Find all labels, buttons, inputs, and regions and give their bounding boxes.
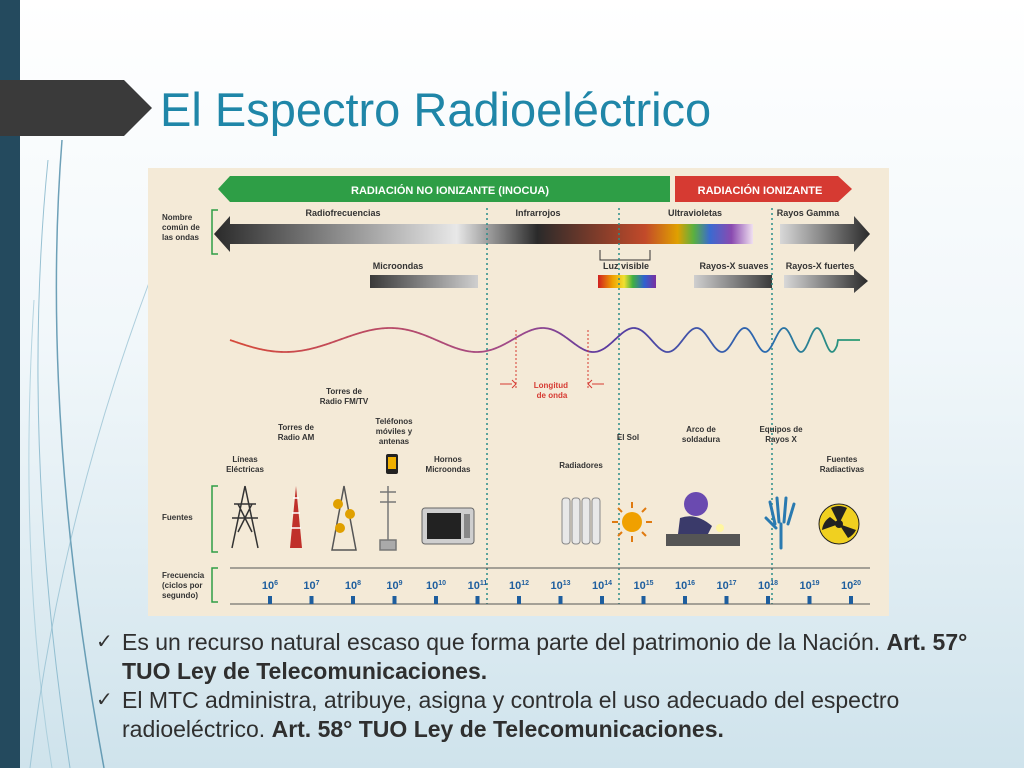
band-ultravioletas: Ultravioletas — [668, 208, 722, 218]
spectrum-figure: RADIACIÓN NO IONIZANTE (INOCUA) RADIACIÓ… — [148, 168, 889, 616]
freq-tick — [807, 596, 812, 604]
freq-tick — [683, 596, 687, 604]
freq-label: 1015 — [633, 580, 653, 592]
microondas-bar — [370, 275, 478, 288]
freq-label: 108 — [345, 580, 361, 592]
src-radiadores: Radiadores — [559, 461, 603, 470]
left-accent-bar — [0, 0, 20, 768]
page-title: El Espectro Radioeléctrico — [160, 83, 712, 136]
wavelength-arrow-right — [587, 379, 604, 389]
label-nombre: Nombre común de las ondas — [162, 213, 202, 242]
band-rayos-x-suaves: Rayos-X suaves — [699, 261, 768, 271]
freq-tick — [475, 596, 480, 604]
freq-tick — [309, 596, 314, 604]
freq-label: 106 — [262, 580, 278, 592]
sun-icon — [612, 502, 652, 542]
freq-label: 1019 — [799, 580, 819, 592]
freq-label: 1014 — [592, 580, 612, 592]
bullet-1-bold: Art. 57° TUO Ley de Telecomunicaciones. — [122, 629, 968, 684]
freq-tick — [641, 596, 646, 604]
freq-tick — [392, 596, 397, 604]
banner-no-ionizante-text: RADIACIÓN NO IONIZANTE (INOCUA) — [351, 184, 549, 197]
welding-arc-icon — [666, 492, 740, 546]
bullet-1-text: Es un recurso natural escaso que forma p… — [122, 629, 887, 655]
visible-bracket — [599, 250, 651, 261]
banner-ionizante — [675, 176, 852, 202]
label-frecuencia: Frecuencia (ciclos por segundo) — [162, 571, 206, 600]
power-tower-icon — [231, 485, 259, 549]
microwave-oven-icon — [421, 507, 475, 545]
check-icon: ✓ — [96, 689, 113, 711]
check-icon: ✓ — [96, 631, 113, 653]
band-infrarrojos: Infrarrojos — [515, 208, 560, 218]
freq-label: 1020 — [841, 580, 861, 592]
bullet-1: ✓ Es un recurso natural escaso que forma… — [96, 628, 996, 686]
bracket-nombre — [211, 209, 218, 255]
freq-label: 1016 — [675, 580, 695, 592]
freq-tick — [849, 596, 853, 604]
radiator-icon — [561, 497, 601, 545]
wave — [229, 327, 860, 353]
freq-tick — [724, 596, 729, 604]
band-radiofrecuencias: Radiofrecuencias — [305, 208, 380, 218]
frequency-labels: 106 107 108 109 1010 1011 1012 1013 1014 1015 1016… — [262, 580, 861, 604]
antenna-icon — [379, 486, 397, 551]
band-microondas: Microondas — [373, 261, 424, 271]
label-fuentes: Fuentes — [162, 513, 193, 522]
freq-label: 1017 — [716, 580, 736, 592]
wavelength-arrow-left — [500, 379, 517, 389]
xray-hand-icon — [764, 496, 796, 550]
freq-label: 107 — [303, 580, 319, 592]
rayos-x-fuertes-arrow — [784, 269, 868, 293]
bullet-2: ✓ El MTC administra, atribuye, asigna y … — [96, 686, 996, 744]
spectrum-diagram: RADIACIÓN NO IONIZANTE (INOCUA) RADIACIÓ… — [162, 176, 870, 605]
band-rayos-x-fuertes: Rayos-X fuertes — [786, 261, 855, 271]
freq-tick — [517, 596, 521, 604]
freq-label: 1010 — [426, 580, 446, 592]
bracket-fuentes — [211, 485, 218, 553]
freq-tick — [434, 596, 438, 604]
freq-label: 1018 — [758, 580, 778, 592]
src-sol: El Sol — [617, 433, 639, 442]
mobile-phone-icon — [386, 454, 398, 474]
freq-tick — [558, 596, 563, 604]
freq-tick — [351, 596, 355, 604]
freq-label: 1013 — [550, 580, 570, 592]
bullet-2-text: El MTC administra, atribuye, asigna y co… — [122, 687, 900, 742]
fm-tower-icon — [331, 485, 357, 551]
banner-no-ionizante — [218, 176, 670, 202]
bullet-2-bold: Art. 58° TUO Ley de Telecomunicaciones. — [271, 716, 724, 742]
freq-label: 1012 — [509, 580, 529, 592]
am-tower-icon — [290, 486, 302, 548]
freq-label: 1011 — [468, 580, 488, 592]
bullet-list: ✓ Es un recurso natural escaso que forma… — [96, 628, 996, 744]
band-rayos-gamma: Rayos Gamma — [777, 208, 841, 218]
decorative-lines — [28, 139, 151, 768]
gamma-arrow — [780, 216, 870, 252]
freq-tick — [600, 596, 604, 604]
freq-label: 109 — [386, 580, 402, 592]
spectrum-arrow — [214, 216, 753, 252]
visible-bar — [598, 275, 656, 288]
radioactive-icon — [818, 503, 860, 545]
title-arrow-tab — [0, 80, 152, 136]
banner-ionizante-text: RADIACIÓN IONIZANTE — [698, 184, 823, 197]
rayos-x-suaves-bar — [694, 275, 772, 288]
band-luz-visible: Luz visible — [603, 261, 649, 271]
longitud-de-onda: Longitud de onda — [534, 381, 570, 400]
freq-tick — [268, 596, 272, 604]
bracket-frecuencia — [211, 567, 218, 603]
freq-tick — [766, 596, 770, 604]
